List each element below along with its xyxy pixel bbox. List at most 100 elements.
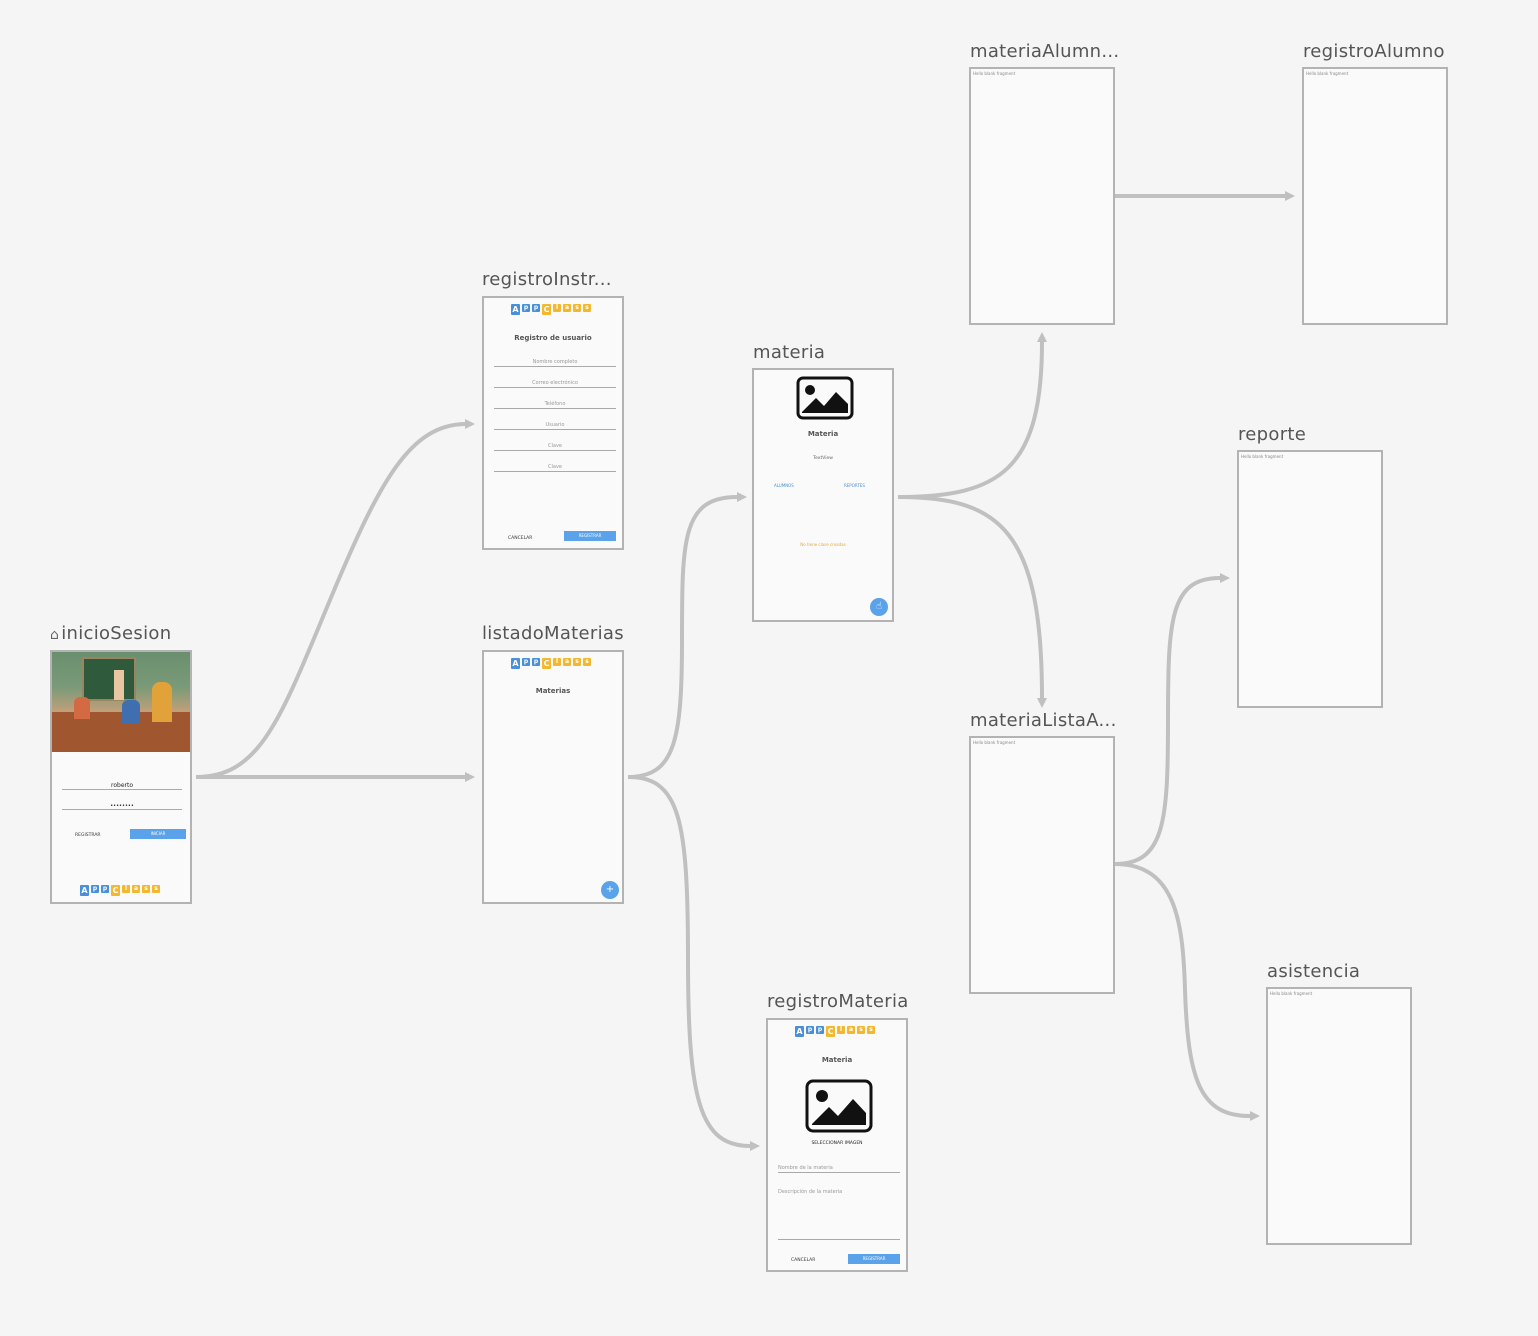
edge-materia-materiaListaA bbox=[897, 495, 1044, 699]
destination-title-materiaListaA[interactable]: materiaListaA... bbox=[970, 710, 1117, 731]
image-icon bbox=[796, 376, 854, 420]
arrowhead bbox=[465, 772, 475, 782]
email-field[interactable]: Correo electrónico bbox=[494, 380, 616, 388]
password-field[interactable]: Clave bbox=[494, 443, 616, 451]
textview: TextView bbox=[813, 456, 833, 461]
logo-letter: p bbox=[101, 885, 109, 893]
arrowhead bbox=[750, 1141, 760, 1151]
cancel-button[interactable]: CANCELAR bbox=[791, 1258, 816, 1263]
logo-letter: p bbox=[532, 658, 540, 666]
blank-fragment-text: Hello blank fragment bbox=[1270, 991, 1313, 996]
arrowhead bbox=[1285, 191, 1295, 201]
form-title: Materia bbox=[821, 1056, 853, 1064]
logo-letter: s bbox=[583, 304, 591, 312]
screen-registroMateria[interactable]: A p p C l a s s Materia SELECCIONAR IMAG… bbox=[766, 1018, 908, 1272]
screen-materia[interactable]: Materia TextView ALUMNOS REPORTES No tie… bbox=[752, 368, 894, 622]
screen-listadoMaterias[interactable]: A p p C l a s s Materias + bbox=[482, 650, 624, 904]
touch-icon[interactable]: ☝ bbox=[870, 598, 888, 616]
logo-letter: p bbox=[806, 1026, 814, 1034]
logo-letter: l bbox=[837, 1026, 845, 1034]
logo-letter: l bbox=[122, 885, 130, 893]
destination-title-reporte[interactable]: reporte bbox=[1238, 424, 1307, 445]
logo-letter: s bbox=[573, 658, 581, 666]
destination-title-registroAlumno[interactable]: registroAlumno bbox=[1303, 41, 1445, 62]
blank-fragment-text: Hello blank fragment bbox=[1241, 454, 1284, 459]
appclass-logo: A p p C l a s s bbox=[511, 304, 591, 315]
full-name-field[interactable]: Nombre completo bbox=[494, 359, 616, 367]
screen-materiaAlumn[interactable]: Hello blank fragment bbox=[969, 67, 1115, 325]
edge-listaA-reporte bbox=[1114, 576, 1221, 866]
password-field[interactable]: •••••••• bbox=[62, 803, 182, 810]
student-figure bbox=[74, 697, 90, 719]
destination-title-materiaAlumn[interactable]: materiaAlumn... bbox=[970, 41, 1120, 62]
subject-title: Materia bbox=[807, 430, 839, 438]
logo-letter: s bbox=[583, 658, 591, 666]
login-button[interactable]: INICIAR bbox=[130, 829, 186, 839]
logo-letter: A bbox=[795, 1026, 804, 1037]
screen-asistencia[interactable]: Hello blank fragment bbox=[1266, 987, 1412, 1245]
arrowhead bbox=[1037, 698, 1047, 708]
destination-title-listadoMaterias[interactable]: listadoMaterias bbox=[482, 623, 624, 644]
confirm-password-field[interactable]: Clave bbox=[494, 464, 616, 472]
edge-materia-materiaAlumn bbox=[897, 341, 1044, 499]
logo-letter: s bbox=[857, 1026, 865, 1034]
list-title: Materias bbox=[535, 687, 571, 695]
image-icon[interactable] bbox=[805, 1079, 873, 1133]
student-figure bbox=[152, 682, 172, 722]
logo-letter: l bbox=[553, 304, 561, 312]
students-link[interactable]: ALUMNOS bbox=[774, 483, 794, 488]
edge-listado-registroMateria bbox=[627, 775, 751, 1148]
logo-letter: a bbox=[132, 885, 140, 893]
chalkboard-shape bbox=[82, 657, 136, 701]
logo-letter: C bbox=[111, 885, 120, 896]
screen-materiaListaA[interactable]: Hello blank fragment bbox=[969, 736, 1115, 994]
destination-title-registroMateria[interactable]: registroMateria bbox=[767, 991, 909, 1012]
phone-field[interactable]: Teléfono bbox=[494, 401, 616, 409]
appclass-logo: A p p C l a s s bbox=[80, 885, 160, 896]
edge-inicio-registro bbox=[195, 422, 466, 779]
student-figure bbox=[122, 700, 140, 724]
register-button[interactable]: REGISTRAR bbox=[75, 833, 101, 838]
edge-listaA-asistencia bbox=[1114, 862, 1251, 1118]
destination-title-inicioSesion[interactable]: ⌂inicioSesion bbox=[50, 623, 171, 646]
form-title: Registro de usuario bbox=[514, 334, 592, 342]
arrowhead bbox=[1220, 573, 1230, 583]
logo-letter: l bbox=[553, 658, 561, 666]
logo-letter: C bbox=[542, 658, 551, 669]
logo-letter: p bbox=[816, 1026, 824, 1034]
select-image-button[interactable]: SELECCIONAR IMAGEN bbox=[811, 1141, 863, 1146]
screen-registroAlumno[interactable]: Hello blank fragment bbox=[1302, 67, 1448, 325]
arrowhead bbox=[1250, 1111, 1260, 1121]
logo-letter: s bbox=[152, 885, 160, 893]
reports-link[interactable]: REPORTES bbox=[844, 483, 865, 488]
register-button[interactable]: REGISTRAR bbox=[848, 1254, 900, 1264]
logo-letter: A bbox=[80, 885, 89, 896]
logo-letter: p bbox=[91, 885, 99, 893]
blank-fragment-text: Hello blank fragment bbox=[973, 740, 1016, 745]
logo-letter: p bbox=[522, 304, 530, 312]
destination-title-asistencia[interactable]: asistencia bbox=[1267, 961, 1361, 982]
logo-letter: C bbox=[542, 304, 551, 315]
destination-title-registroInstr[interactable]: registroInstr... bbox=[482, 269, 612, 290]
logo-letter: p bbox=[532, 304, 540, 312]
destination-title-text: inicioSesion bbox=[61, 623, 172, 644]
cancel-button[interactable]: CANCELAR bbox=[508, 536, 533, 541]
home-icon: ⌂ bbox=[50, 627, 60, 643]
username-field[interactable]: roberto bbox=[62, 782, 182, 790]
arrowhead bbox=[465, 419, 475, 429]
blank-fragment-text: Hello blank fragment bbox=[973, 71, 1016, 76]
username-field[interactable]: Usuario bbox=[494, 422, 616, 430]
screen-reporte[interactable]: Hello blank fragment bbox=[1237, 450, 1383, 708]
destination-title-materia[interactable]: materia bbox=[753, 342, 826, 363]
add-subject-fab[interactable]: + bbox=[601, 881, 619, 899]
register-button[interactable]: REGISTRAR bbox=[564, 531, 616, 541]
subject-name-field[interactable]: Nombre de la materia bbox=[778, 1165, 900, 1173]
screen-registroInstr[interactable]: A p p C l a s s Registro de usuario Nomb… bbox=[482, 296, 624, 550]
screen-inicioSesion[interactable]: roberto •••••••• REGISTRAR INICIAR A p p… bbox=[50, 650, 192, 904]
logo-letter: a bbox=[563, 658, 571, 666]
edge-listado-materia bbox=[627, 495, 738, 779]
logo-letter: C bbox=[826, 1026, 835, 1037]
appclass-logo: A p p C l a s s bbox=[795, 1026, 875, 1037]
subject-description-field[interactable]: Descripción de la materia bbox=[778, 1189, 900, 1240]
logo-letter: A bbox=[511, 304, 520, 315]
